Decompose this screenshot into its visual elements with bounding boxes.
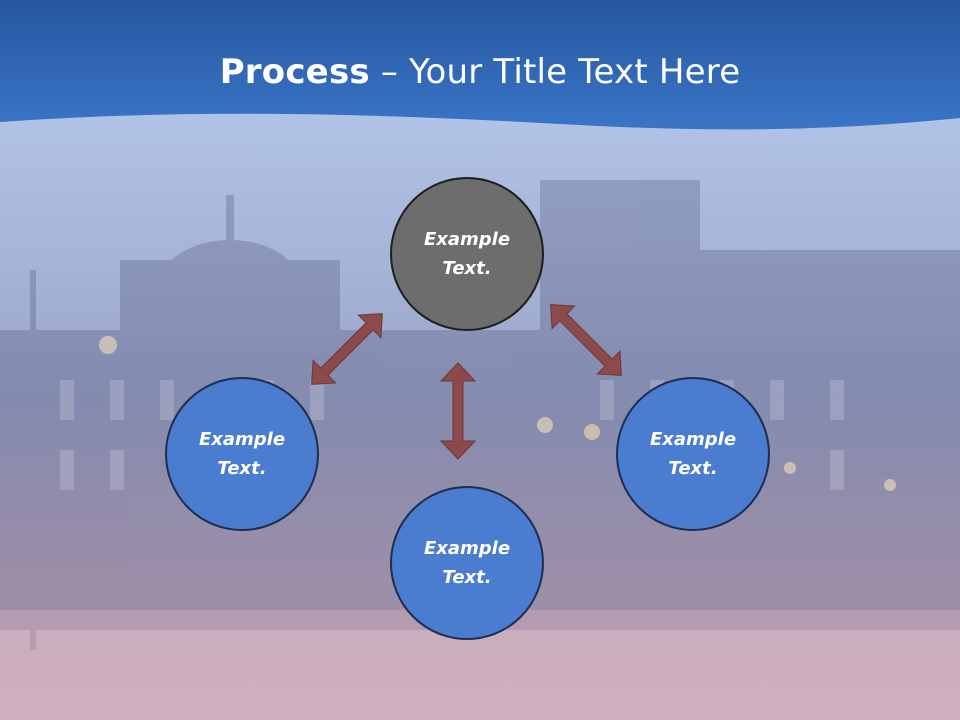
node-top-label: Example Text. — [423, 229, 511, 279]
node-right-label: Example Text. — [649, 429, 737, 479]
node-bottom[interactable]: Example Text. — [390, 486, 544, 640]
title-rest: – Your Title Text Here — [369, 52, 741, 92]
header-band — [0, 0, 960, 130]
arrow-top-bottom — [439, 362, 477, 460]
arrow-top-right — [550, 304, 622, 376]
node-right[interactable]: Example Text. — [616, 377, 770, 531]
node-bottom-label: Example Text. — [423, 538, 511, 588]
arrow-top-left — [311, 313, 383, 385]
page-title: Process – Your Title Text Here — [0, 52, 960, 92]
title-bold: Process — [219, 52, 370, 92]
node-top[interactable]: Example Text. — [390, 177, 544, 331]
node-left[interactable]: Example Text. — [165, 377, 319, 531]
node-left-label: Example Text. — [198, 429, 286, 479]
